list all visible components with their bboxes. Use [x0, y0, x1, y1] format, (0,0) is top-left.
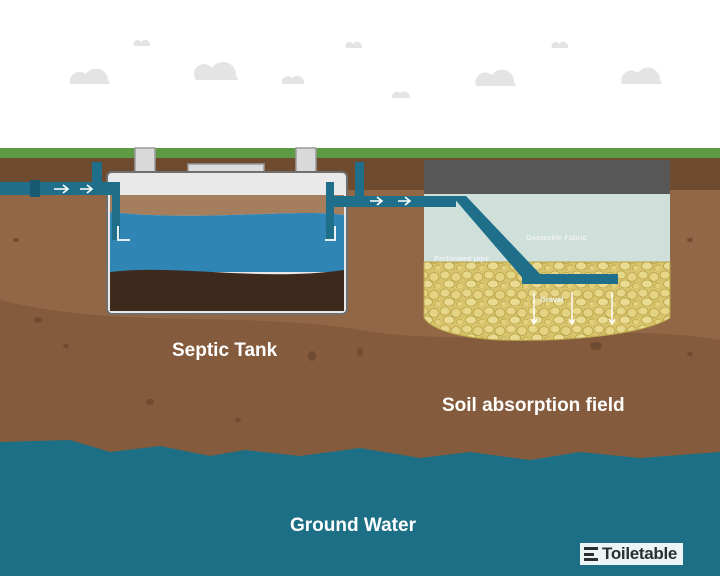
flow-arrow-icon [398, 196, 412, 206]
flow-arrow-icon [54, 184, 70, 194]
flow-arrow-icon [80, 184, 94, 194]
tank-riser-left [134, 147, 156, 173]
tank-riser-right [295, 147, 317, 173]
label-septic-tank: Septic Tank [172, 340, 278, 361]
ground-water-layer [0, 440, 720, 576]
label-ground-water: Ground Water [290, 515, 417, 536]
brand-logo-icon [584, 547, 598, 561]
septic-tank [106, 147, 348, 315]
brand-name: Toiletable [602, 544, 678, 563]
cloud-icon [69, 39, 662, 98]
tank-scum-layer [110, 195, 344, 216]
inlet-tee [112, 182, 120, 240]
soil-sublayer [0, 300, 720, 470]
distribution-pipe [334, 162, 618, 326]
label-geotextile: Geotextile Fabric [526, 233, 587, 242]
geotextile-fabric [424, 194, 670, 262]
label-perforated-pipe: Perforated pipe [434, 254, 489, 263]
absorption-field [423, 160, 671, 341]
tank-water [110, 212, 344, 272]
inlet-pipe [0, 162, 118, 197]
soil-specks [13, 238, 693, 422]
label-absorption-field: Soil absorption field [442, 395, 625, 416]
brand-logo: Toiletable [580, 543, 684, 565]
flow-arrow-icon [325, 226, 336, 241]
tank-sludge [110, 269, 344, 311]
outlet-tee [326, 182, 334, 240]
label-gravel: Gravel [540, 295, 563, 304]
grass-strip [0, 148, 720, 160]
flow-arrow-icon [370, 196, 384, 206]
flow-arrow-icon [530, 292, 616, 326]
trench-cover [424, 160, 670, 194]
flow-arrow-icon [117, 226, 130, 241]
sky [0, 0, 720, 150]
perforated-pipe [522, 274, 618, 284]
